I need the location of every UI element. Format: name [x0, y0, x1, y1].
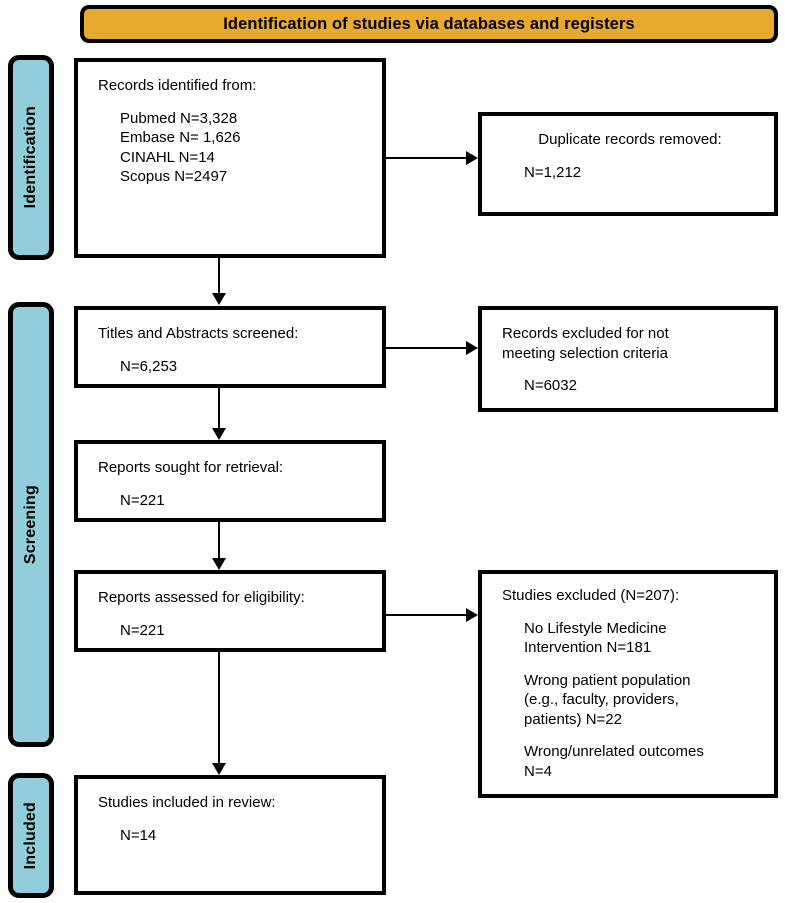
- arrow-down-icon-to-included: [212, 763, 226, 775]
- diagram-header-title: Identification of studies via databases …: [223, 14, 635, 33]
- stage-label-screening: Screening: [22, 484, 39, 565]
- box-studies-included-in-review: Studies included in review: N=14: [74, 775, 386, 895]
- records-identified-source-embase: Embase N= 1,626: [120, 129, 241, 146]
- duplicates-removed-title: Duplicate records removed:: [538, 131, 722, 148]
- stage-label-identification: Identification: [22, 106, 39, 209]
- arrow-right-icon-to-duplicates: [466, 151, 478, 165]
- connector-screened-to-sought: [218, 388, 220, 428]
- arrow-down-icon-to-screened: [212, 293, 226, 305]
- arrow-right-icon-to-records-excluded: [466, 341, 478, 355]
- studies-excluded-title: Studies excluded (N=207):: [502, 587, 680, 604]
- records-identified-source-pubmed: Pubmed N=3,328: [120, 109, 238, 127]
- stage-bar-screening: Screening: [8, 302, 54, 747]
- connector-identified-to-screened: [218, 258, 220, 293]
- connector-sought-to-assessed: [218, 522, 220, 558]
- box-duplicate-records-removed: Duplicate records removed: N=1,212: [478, 112, 778, 216]
- reports-sought-title: Reports sought for retrieval:: [98, 459, 284, 476]
- diagram-header-banner: Identification of studies via databases …: [80, 5, 778, 43]
- box-titles-abstracts-screened: Titles and Abstracts screened: N=6,253: [74, 306, 386, 388]
- box-reports-sought-for-retrieval: Reports sought for retrieval: N=221: [74, 440, 386, 522]
- records-excluded-count: N=6032: [524, 377, 577, 394]
- studies-excluded-reason-wrong-population: Wrong patient population (e.g., faculty,…: [524, 671, 691, 728]
- studies-excluded-reason-no-lifestyle-medicine: No Lifestyle Medicine Intervention N=181: [524, 619, 667, 657]
- studies-included-title: Studies included in review:: [98, 794, 276, 811]
- studies-included-count: N=14: [120, 826, 157, 844]
- arrow-down-icon-to-assessed: [212, 558, 226, 570]
- stage-bar-identification: Identification: [8, 55, 54, 260]
- titles-screened-title: Titles and Abstracts screened:: [98, 325, 299, 342]
- connector-screened-to-excluded: [386, 347, 466, 349]
- arrow-down-icon-to-sought: [212, 428, 226, 440]
- reports-assessed-count: N=221: [120, 621, 165, 639]
- stage-bar-included: Included: [8, 773, 54, 898]
- records-identified-source-list: Pubmed N=3,328 Embase N= 1,626 CINAHL N=…: [98, 109, 366, 187]
- records-excluded-title-line1: Records excluded for not: [502, 325, 669, 342]
- connector-assessed-to-studies-excluded: [386, 614, 466, 616]
- connector-identified-to-duplicates: [386, 157, 466, 159]
- box-records-identified: Records identified from: Pubmed N=3,328 …: [74, 58, 386, 258]
- box-studies-excluded: Studies excluded (N=207): No Lifestyle M…: [478, 570, 778, 798]
- box-records-excluded: Records excluded for not meeting selecti…: [478, 306, 778, 412]
- studies-excluded-reason-wrong-outcomes: Wrong/unrelated outcomes N=4: [524, 743, 704, 780]
- reports-assessed-title: Reports assessed for eligibility:: [98, 589, 305, 606]
- arrow-right-icon-to-studies-excluded: [466, 608, 478, 622]
- connector-assessed-to-included: [218, 652, 220, 763]
- records-identified-source-cinahl: CINAHL N=14: [120, 148, 215, 166]
- duplicates-removed-count: N=1,212: [524, 163, 582, 181]
- box-reports-assessed-for-eligibility: Reports assessed for eligibility: N=221: [74, 570, 386, 652]
- reports-sought-count: N=221: [120, 491, 165, 509]
- stage-label-included: Included: [22, 801, 39, 870]
- titles-screened-count: N=6,253: [120, 357, 178, 375]
- records-identified-title: Records identified from:: [98, 77, 257, 94]
- records-excluded-title-line2: meeting selection criteria: [502, 344, 668, 362]
- records-identified-source-scopus: Scopus N=2497: [120, 168, 228, 185]
